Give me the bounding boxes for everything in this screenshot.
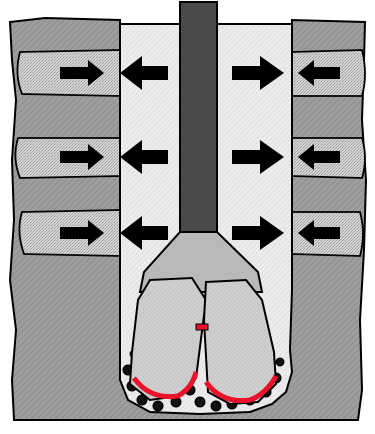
left-roller-cone	[130, 278, 206, 400]
bearing-seal-marker	[196, 324, 208, 330]
drill-pipe	[180, 2, 217, 250]
